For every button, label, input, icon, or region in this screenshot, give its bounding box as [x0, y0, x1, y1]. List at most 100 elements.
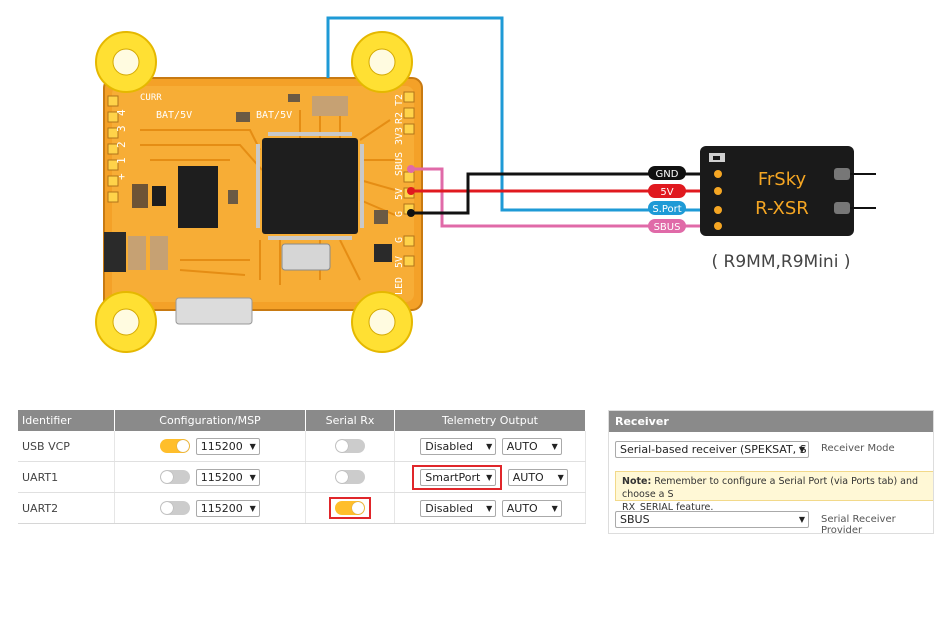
chevron-down-icon: ▼ [249, 472, 256, 482]
pcb-pad-label: 1 [115, 157, 128, 164]
pcb-pad-label: G [394, 211, 405, 217]
telemetry-baud-select[interactable]: AUTO ▼ [507, 468, 568, 486]
telemetry-baud-select[interactable]: AUTO ▼ [501, 437, 562, 455]
msp-baud-value: 115200 [200, 501, 243, 515]
header-identifier: Identifier [18, 410, 115, 431]
pcb-pad-label: 3V3 [394, 127, 405, 145]
header-config: Configuration/MSP [114, 410, 306, 431]
msp-baud-select[interactable]: 115200▼ [195, 499, 260, 517]
pcb-pad-label: 3 [115, 125, 128, 132]
label-5v: 5V [660, 187, 673, 198]
chevron-down-icon: ▼ [486, 503, 493, 513]
msp-baud-value: 115200 [200, 439, 243, 453]
pcb-pad-label: R2 [394, 112, 405, 124]
pcb-pad-label: LED [394, 277, 405, 295]
receiver-panel-title: Receiver [609, 411, 933, 432]
msp-baud-select[interactable]: 115200▼ [195, 437, 260, 455]
port-identifier: UART2 [18, 492, 115, 524]
telemetry-highlight: Disabled ▼ [418, 437, 497, 455]
msp-baud-select[interactable]: 115200 ▼ [195, 468, 260, 486]
standoffs [95, 31, 413, 353]
pcb-label-curr: CURR [140, 93, 162, 103]
serial-rx-highlight [329, 497, 371, 519]
port-identifier: USB VCP [18, 431, 115, 462]
label-sport: S.Port [652, 204, 681, 215]
chevron-down-icon: ▼ [486, 472, 493, 482]
serial-provider-select[interactable]: SBUS ▼ [615, 511, 809, 528]
telemetry-value: SmartPort [425, 470, 481, 484]
chevron-down-icon: ▼ [798, 445, 805, 454]
chevron-down-icon: ▼ [486, 441, 493, 451]
wire-sbus [411, 167, 718, 228]
port-identifier: UART1 [18, 461, 115, 493]
chevron-down-icon: ▼ [551, 441, 558, 451]
receiver-model: R-XSR [755, 198, 809, 219]
receiver-mode-select[interactable]: Serial-based receiver (SPEKSAT, S ▼ [615, 441, 809, 458]
serial-provider-label: Serial Receiver Provider [821, 514, 896, 534]
chevron-down-icon: ▼ [551, 503, 558, 513]
serial-rx-toggle[interactable] [335, 501, 365, 515]
label-gnd: GND [656, 169, 679, 180]
msp-toggle[interactable] [160, 470, 191, 484]
header-telemetry: Telemetry Output [394, 410, 586, 431]
telemetry-highlight: SmartPort ▼ [412, 464, 503, 490]
pcb-pad-label: T2 [394, 94, 405, 106]
regulator-chip [178, 166, 218, 228]
ports-table: Identifier Configuration/MSP Serial Rx T… [18, 410, 586, 524]
pcb-pad-label: 5V [394, 188, 405, 200]
receiver-note: Note: Remember to configure a Serial Por… [615, 471, 933, 513]
note-bold: Note: [622, 476, 652, 487]
telemetry-cell: Disabled ▼ AUTO ▼ [394, 431, 586, 462]
serial-rx-highlight [335, 439, 365, 453]
telemetry-value: Disabled [425, 501, 474, 515]
pcb-pad-label: 5V [394, 256, 405, 268]
chevron-down-icon: ▼ [798, 515, 805, 524]
pcb-pad-label: G [394, 237, 405, 243]
header-serial-rx: Serial Rx [305, 410, 395, 431]
telemetry-baud-select[interactable]: AUTO ▼ [501, 499, 562, 517]
telemetry-baud-value: AUTO [512, 470, 544, 484]
serial-provider-value: SBUS [620, 513, 650, 526]
note-text-2: RX_SERIAL feature. [622, 502, 714, 513]
receiver-mode-value: Serial-based receiver (SPEKSAT, S [620, 443, 807, 456]
serial-rx-cell [305, 431, 395, 462]
wire-labels: GND 5V S.Port SBUS [648, 166, 686, 233]
telemetry-select[interactable]: Disabled ▼ [420, 437, 497, 455]
note-text: Remember to configure a Serial Port (via… [622, 476, 919, 500]
telemetry-baud-value: AUTO [506, 501, 538, 515]
wire-gnd [411, 172, 718, 215]
receiver-module: FrSky R-XSR [700, 146, 876, 236]
config-cell: 115200 ▼ [114, 461, 306, 493]
serial-rx-highlight [335, 470, 365, 484]
msp-toggle[interactable] [160, 501, 191, 515]
pcb-pad-label: 4 [115, 109, 128, 116]
serial-rx-cell [305, 461, 395, 493]
telemetry-highlight: Disabled ▼ [418, 499, 497, 517]
port-row: USB VCP 115200▼ Disabled ▼ AUTO ▼ [18, 431, 586, 462]
receiver-panel: Receiver Serial-based receiver (SPEKSAT,… [608, 410, 934, 534]
pcb-label-bat-left: BAT/5V [156, 110, 192, 121]
telemetry-cell: Disabled ▼ AUTO ▼ [394, 492, 586, 524]
pcb-pad-label: 2 [115, 141, 128, 148]
pcb-pad-label: SBUS [394, 152, 405, 176]
telemetry-value: Disabled [425, 439, 474, 453]
receiver-brand: FrSky [758, 169, 807, 190]
telemetry-select[interactable]: SmartPort ▼ [420, 468, 497, 486]
telemetry-select[interactable]: Disabled ▼ [420, 499, 497, 517]
port-row: UART1 115200 ▼ SmartPort ▼ AUTO ▼ [18, 461, 586, 493]
msp-toggle[interactable] [160, 439, 191, 453]
serial-rx-cell [305, 492, 395, 524]
wire-sport [326, 16, 718, 212]
serial-rx-toggle[interactable] [335, 470, 365, 484]
chevron-down-icon: ▼ [557, 472, 564, 482]
msp-baud-value: 115200 [200, 470, 243, 484]
mcu-chip [262, 138, 358, 234]
wire-endpoints [407, 165, 415, 217]
telemetry-baud-value: AUTO [506, 439, 538, 453]
config-cell: 115200▼ [114, 492, 306, 524]
serial-rx-toggle[interactable] [335, 439, 365, 453]
port-row: UART2 115200▼ Disabled ▼ AUTO ▼ [18, 492, 586, 524]
pcb-label-bat-right: BAT/5V [256, 110, 292, 121]
